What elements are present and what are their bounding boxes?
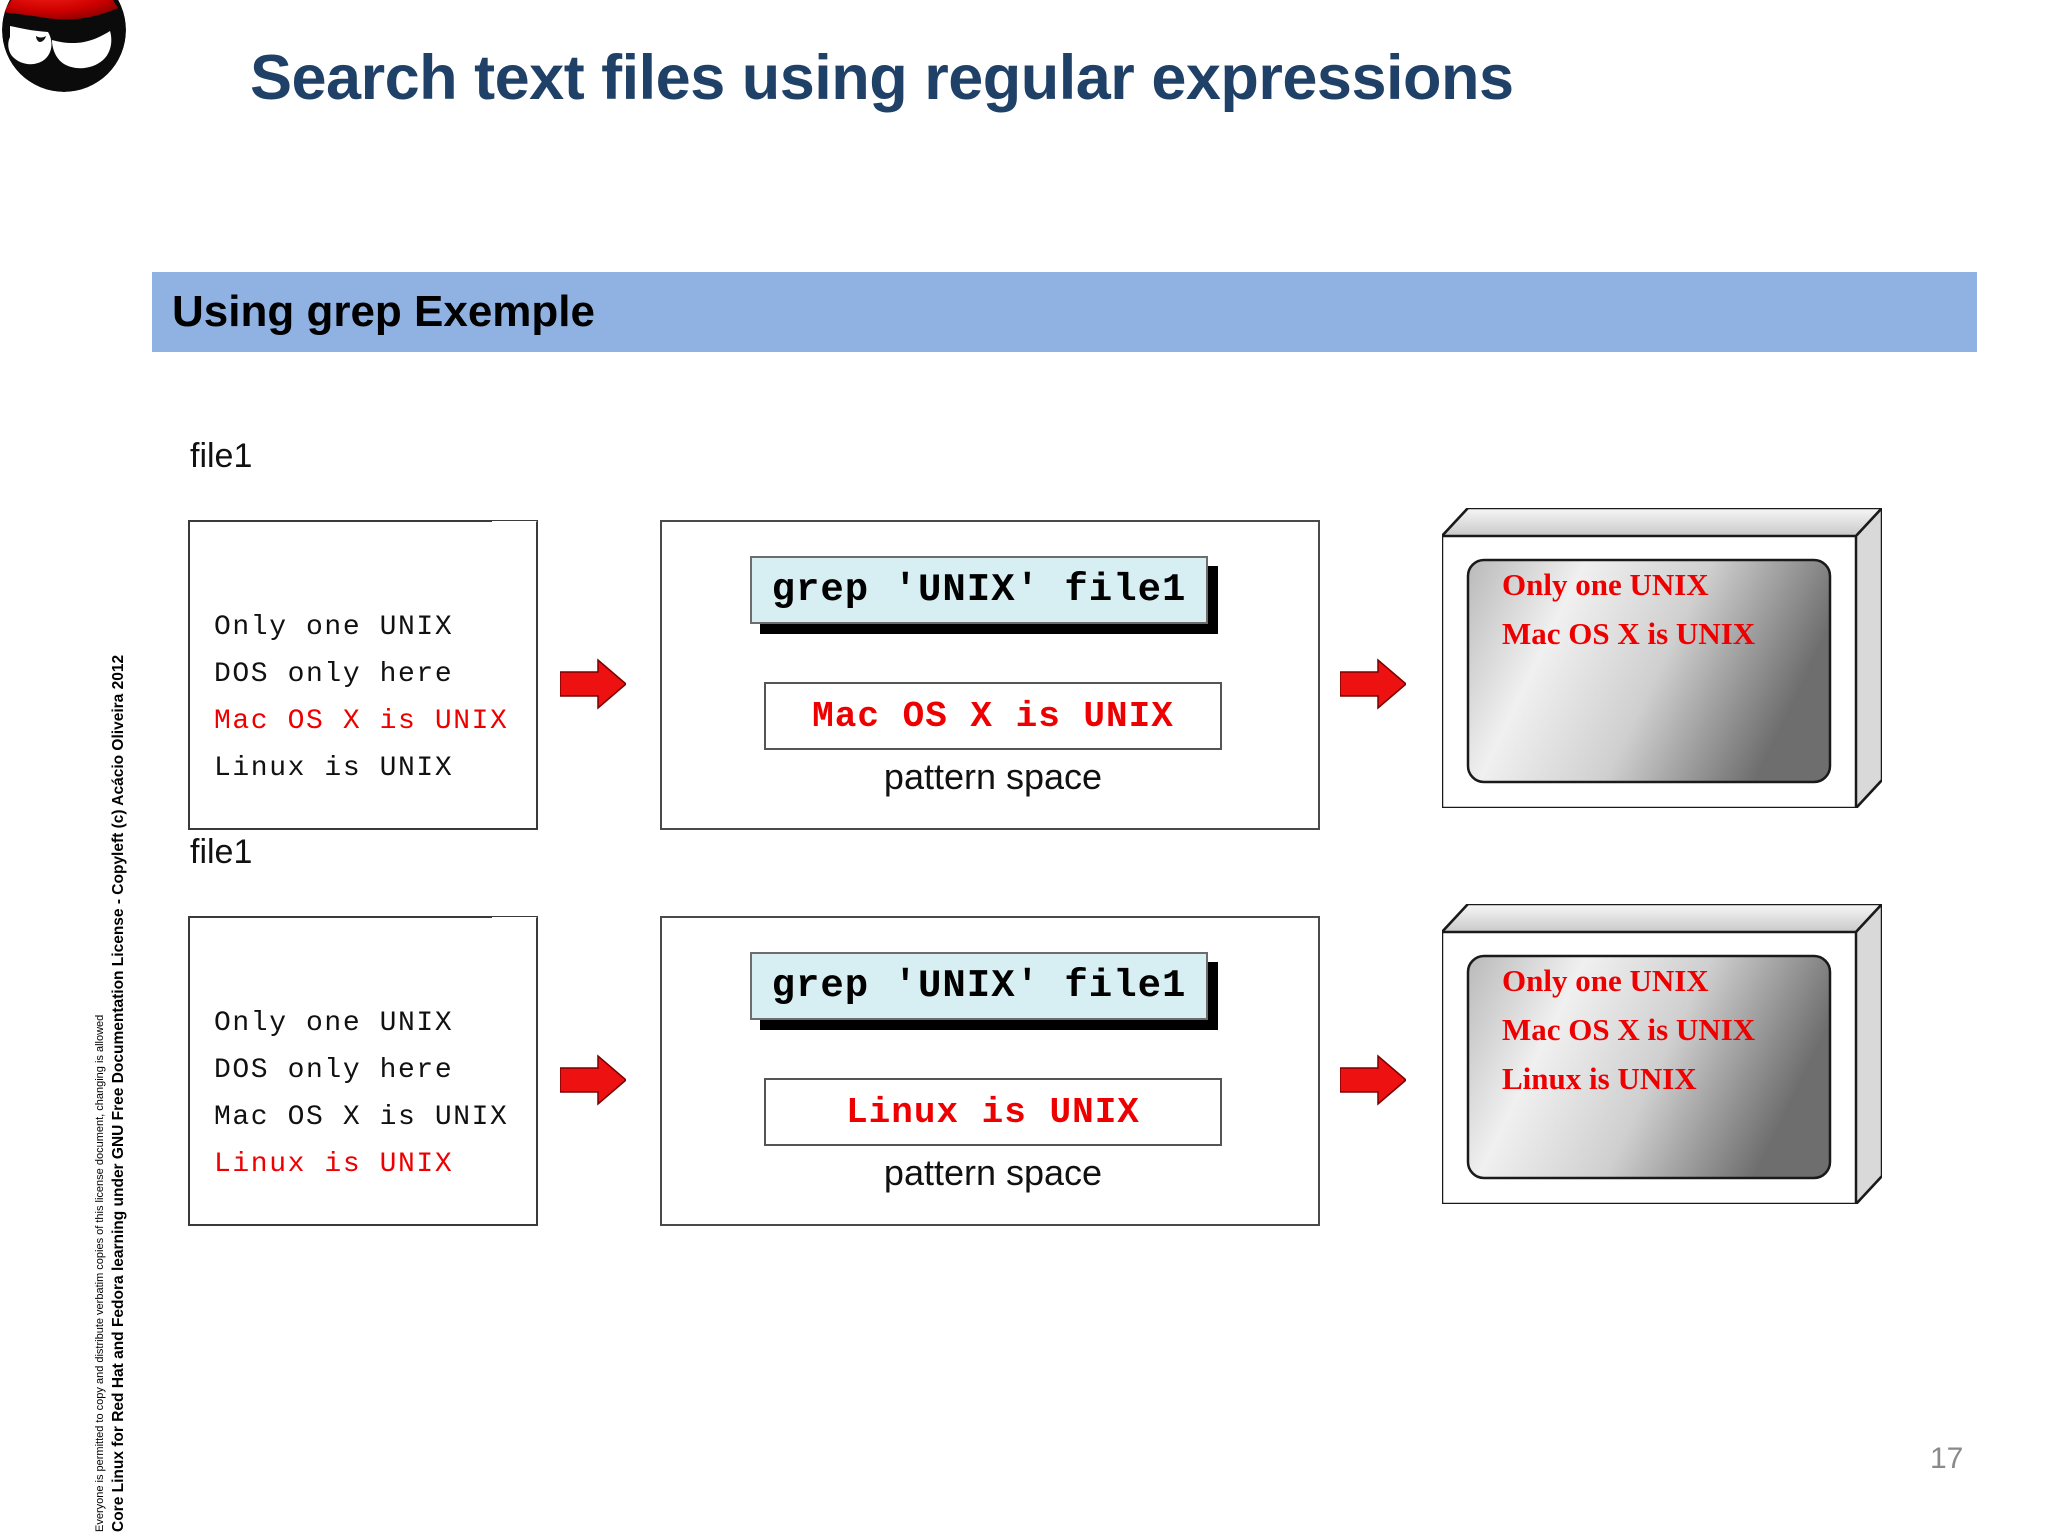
monitor-line: Only one UNIX (1502, 567, 1709, 602)
page-title: Search text files using regular expressi… (250, 43, 1514, 113)
pattern-space-box: Linux is UNIX (764, 1078, 1222, 1146)
grep-command-box: grep 'UNIX' file1 (750, 952, 1208, 1020)
flow-arrow-icon (1340, 1054, 1406, 1106)
pattern-space-label: pattern space (883, 756, 1103, 797)
output-monitor (1442, 508, 1882, 808)
grep-command-text: grep 'UNIX' file1 (771, 964, 1187, 1008)
monitor-screen-text: Only one UNIX Mac OS X is UNIX Linux is … (1442, 904, 1755, 1096)
page-fold-edge-icon (492, 917, 537, 962)
file-line-highlighted: Mac OS X is UNIX (214, 706, 509, 737)
grep-command-box: grep 'UNIX' file1 (750, 556, 1208, 624)
pattern-space-box: Mac OS X is UNIX (764, 682, 1222, 750)
file-content: Only one UNIX DOS only here Mac OS X is … (214, 604, 508, 792)
output-monitor (1442, 904, 1882, 1204)
pattern-space-label: pattern space (883, 1152, 1103, 1193)
pattern-space-text: Linux is UNIX (846, 1091, 1140, 1133)
section-band-label: Using grep Exemple (172, 287, 596, 336)
file-document: Only one UNIX DOS only here Mac OS X is … (188, 520, 538, 830)
monitor-line: Mac OS X is UNIX (1502, 616, 1756, 651)
grep-command-text: grep 'UNIX' file1 (771, 568, 1187, 612)
grep-process-box: grep 'UNIX' file1 Linux is UNIX pattern … (660, 916, 1320, 1226)
file-line: DOS only here (214, 1055, 454, 1086)
file-line: Only one UNIX (214, 612, 454, 643)
pattern-space-text: Mac OS X is UNIX (812, 695, 1174, 737)
grep-process-box: grep 'UNIX' file1 Mac OS X is UNIX patte… (660, 520, 1320, 830)
monitor-line: Mac OS X is UNIX (1502, 1012, 1756, 1047)
file-document: Only one UNIX DOS only here Mac OS X is … (188, 916, 538, 1226)
copyright-sidebar: Core Linux for Red Hat and Fedora learni… (68, 532, 128, 1532)
file-line: Mac OS X is UNIX (214, 1102, 509, 1133)
file-label: file1 (190, 833, 253, 871)
monitor-screen-text: Only one UNIX Mac OS X is UNIX (1442, 508, 1755, 651)
page-number: 17 (1930, 1442, 1964, 1475)
file-content: Only one UNIX DOS only here Mac OS X is … (214, 1000, 508, 1188)
monitor-line: Only one UNIX (1502, 963, 1709, 998)
file-label: file1 (190, 437, 253, 475)
flow-arrow-icon (1340, 658, 1406, 710)
file-line: Only one UNIX (214, 1008, 454, 1039)
redhat-shadowman-logo (2, 0, 126, 92)
flow-arrow-icon (560, 1054, 626, 1106)
monitor-line: Linux is UNIX (1502, 1061, 1697, 1096)
copyright-sub-text: Everyone is permitted to copy and distri… (94, 1014, 106, 1532)
page-fold-edge-icon (492, 521, 537, 566)
file-line-highlighted: Linux is UNIX (214, 1149, 454, 1180)
flow-arrow-icon (560, 658, 626, 710)
file-line: Linux is UNIX (214, 753, 454, 784)
copyright-main-text: Core Linux for Red Hat and Fedora learni… (110, 654, 127, 1532)
file-line: DOS only here (214, 659, 454, 690)
section-band (152, 272, 1977, 352)
